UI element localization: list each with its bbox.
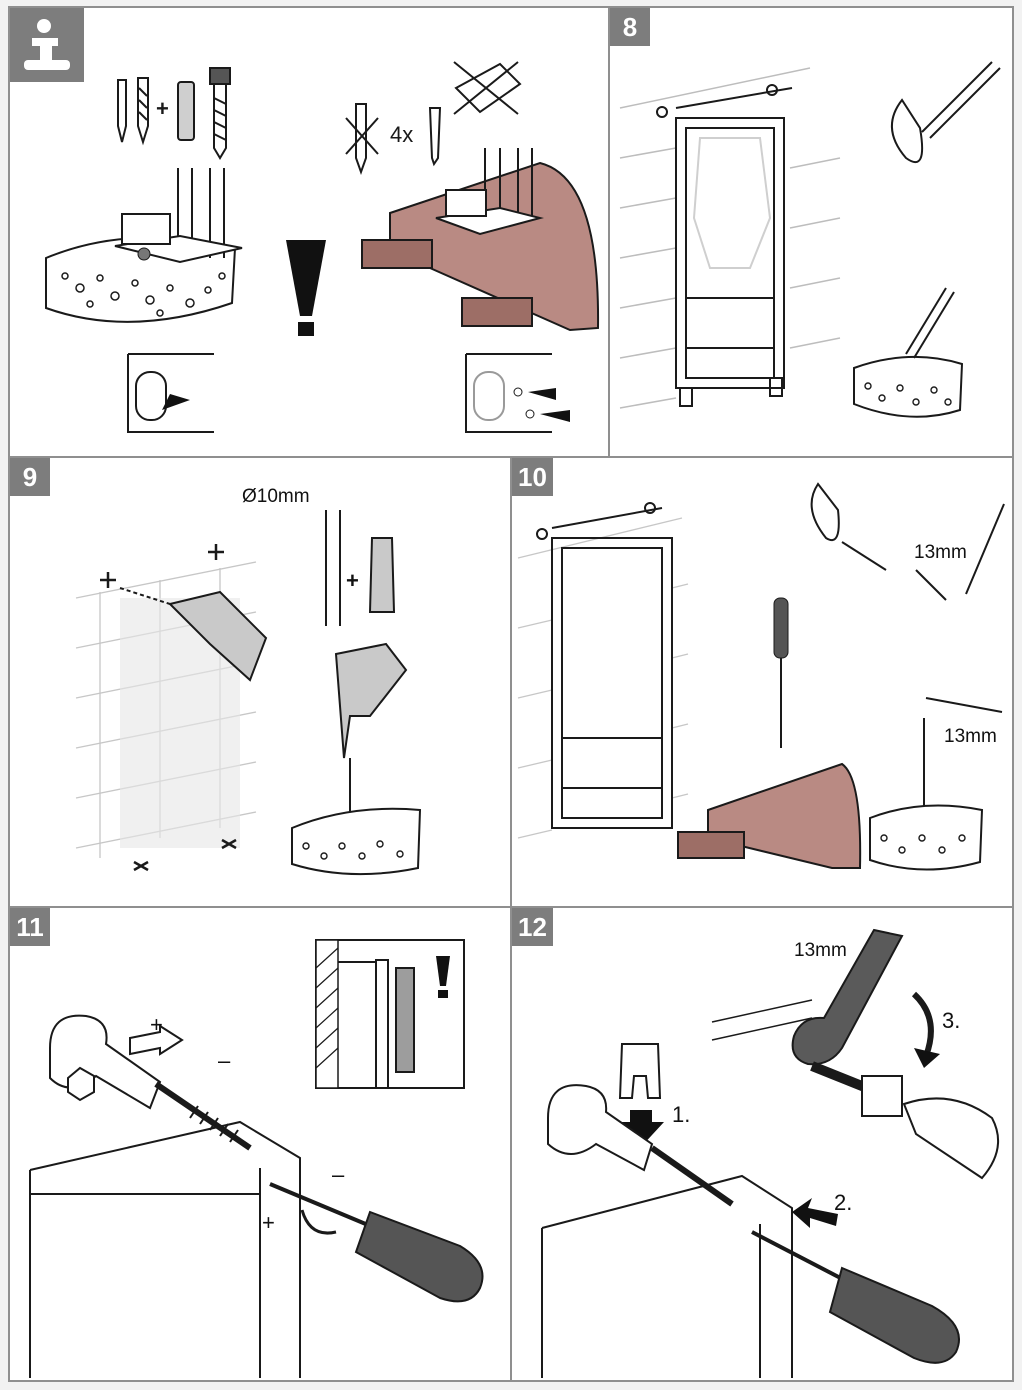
step-2-label: 2. xyxy=(834,1190,853,1215)
wrench-size-label-top: 13mm xyxy=(914,542,967,563)
panel-step-11: 11 + – – + xyxy=(10,908,512,1380)
instruction-sheet: + 4x xyxy=(8,6,1014,1382)
minus-label-screw: – xyxy=(332,1162,345,1187)
step-1-label: 1. xyxy=(672,1102,691,1127)
exclamation-icon xyxy=(286,240,326,336)
info-badge xyxy=(10,8,84,82)
step-number-badge: 11 xyxy=(10,908,50,946)
drill-diameter-label: Ø10mm xyxy=(242,486,310,507)
step-9-illustration xyxy=(75,510,422,876)
panel-info: + 4x xyxy=(10,8,610,458)
plus-label-screw: + xyxy=(262,1210,275,1235)
info-pictogram-icon xyxy=(10,8,84,82)
minus-label-top: – xyxy=(218,1048,231,1073)
step-number-badge: 12 xyxy=(512,908,553,946)
panel-step-9: 9 Ø10mm + xyxy=(10,458,512,908)
panel-step-8: 8 xyxy=(610,8,1012,458)
step-3-label: 3. xyxy=(942,1008,961,1033)
step-number-badge: 10 xyxy=(512,458,553,496)
step-8-illustration xyxy=(619,61,1001,418)
wrench-size-label-bottom: 13mm xyxy=(944,726,997,747)
plus-sign: + xyxy=(346,568,359,593)
step-12-illustration xyxy=(541,928,999,1378)
wrench-size-label: 13mm xyxy=(794,940,847,961)
step-11-illustration xyxy=(29,939,484,1378)
quantity-label: 4x xyxy=(390,122,413,147)
info-illustration: + 4x xyxy=(45,61,600,433)
step-number-badge: 9 xyxy=(10,458,50,496)
svg-text:+: + xyxy=(156,96,169,121)
step-number-badge: 8 xyxy=(610,8,650,46)
plus-label-top: + xyxy=(150,1012,163,1037)
step-10-illustration xyxy=(517,482,1005,871)
panel-step-12: 12 13mm 1. 2. 3. xyxy=(512,908,1012,1380)
panel-step-10: 10 13mm 13mm xyxy=(512,458,1012,908)
